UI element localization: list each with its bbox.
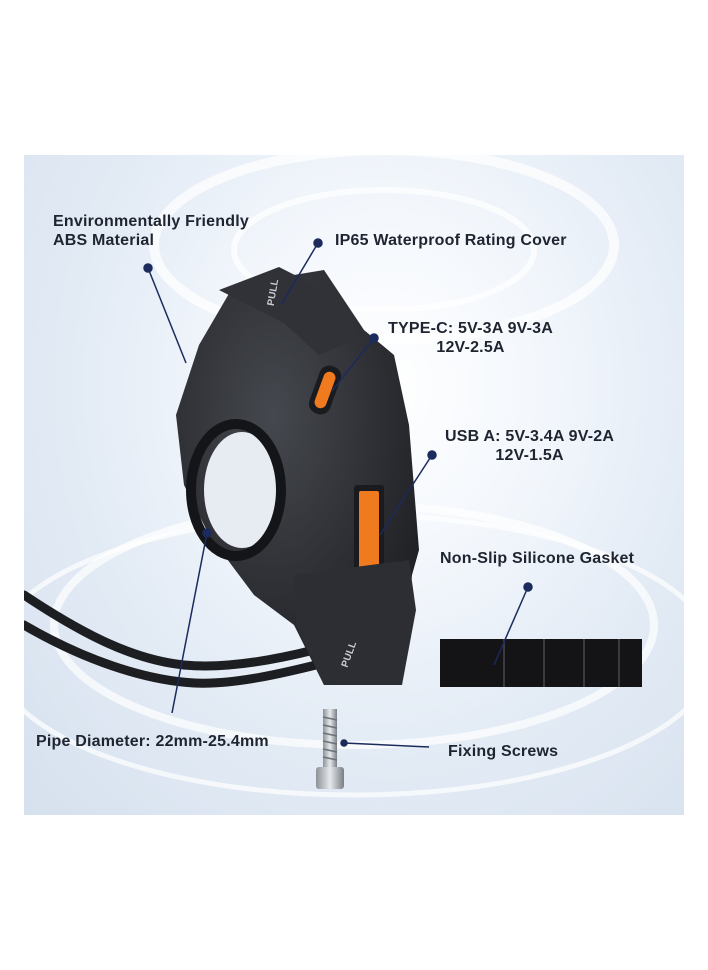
callout-usba-line1: USB A: 5V-3.4A 9V-2A: [445, 428, 615, 445]
callout-typec-line2: 12V-2.5A: [436, 339, 505, 356]
silicone-gasket: [440, 639, 642, 687]
pipe-hole: [204, 432, 280, 548]
callout-gasket-line1: Non-Slip Silicone Gasket: [440, 550, 635, 567]
marker-dot: [340, 739, 348, 747]
callout-pipe-line1: Pipe Diameter: 22mm-25.4mm: [36, 733, 269, 750]
callout-abs-line1: Environmentally Friendly: [53, 213, 249, 230]
ip65-top-cover: [219, 267, 354, 355]
power-cable: [24, 590, 329, 688]
callout-screws-line1: Fixing Screws: [448, 743, 559, 760]
callout-usba-line2: 12V-1.5A: [495, 447, 564, 464]
fixing-screw: [316, 709, 344, 789]
callout-typec-line1: TYPE-C: 5V-3A 9V-3A: [388, 320, 554, 337]
marker-dot: [143, 263, 153, 273]
callout-type-c: TYPE-C: 5V-3A 9V-3A 12V-2.5A: [388, 319, 553, 357]
product-illustration: [24, 155, 684, 798]
marker-dot: [427, 450, 437, 460]
callout-ip65-cover: IP65 Waterproof Rating Cover: [335, 231, 567, 250]
charger-housing: [176, 267, 419, 685]
marker-dot: [202, 528, 212, 538]
marker-dot: [523, 582, 533, 592]
bottom-cover: [294, 560, 416, 685]
callout-leaders: [143, 238, 533, 748]
callout-fixing-screws: Fixing Screws: [448, 742, 558, 761]
callout-pipe-diameter: Pipe Diameter: 22mm-25.4mm: [36, 732, 269, 751]
callout-abs-material: Environmentally Friendly ABS Material: [53, 212, 249, 250]
product-image-panel: PULL PULL Environmentally Friendly ABS M…: [24, 155, 684, 815]
callout-ip65-line1: IP65 Waterproof Rating Cover: [335, 232, 567, 249]
callout-usb-a: USB A: 5V-3.4A 9V-2A 12V-1.5A: [445, 427, 614, 465]
marker-dot: [313, 238, 323, 248]
callout-gasket: Non-Slip Silicone Gasket: [440, 549, 634, 568]
callout-abs-line2: ABS Material: [53, 232, 155, 249]
marker-dot: [369, 333, 379, 343]
